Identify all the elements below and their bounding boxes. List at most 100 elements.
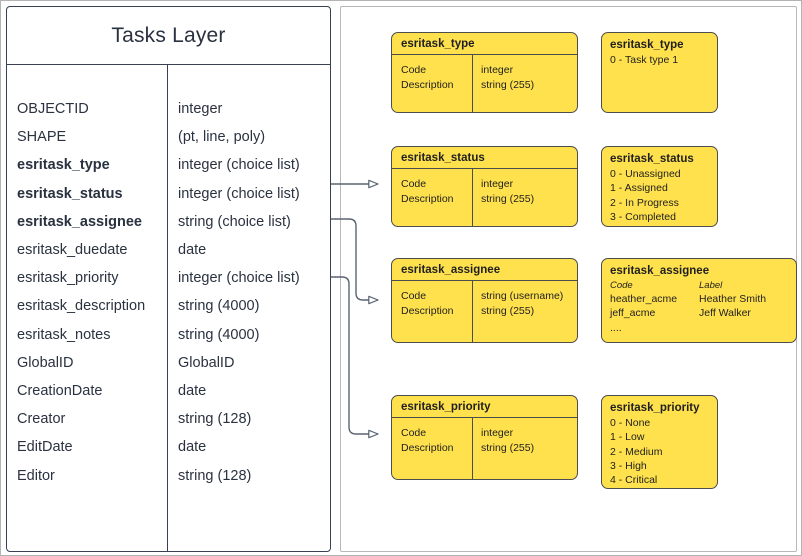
domain-table-esritask-assignee[interactable]: esritask_assignee Code Description strin… [391, 258, 578, 343]
domain-value-item: 1 - Low [610, 431, 645, 444]
field-type: integer (choice list) [178, 185, 300, 202]
header-divider [392, 417, 577, 418]
table-row[interactable]: GlobalID GlobalID [7, 349, 330, 377]
code-value: heather_acme [610, 293, 678, 305]
table-row[interactable]: Editor string (128) [7, 461, 330, 489]
domain-table-body: Code Description integer string (255) [392, 168, 577, 226]
domain-value-item: 3 - High [610, 459, 647, 472]
field-type: integer (choice list) [178, 270, 300, 287]
domain-table-right-column: string (username) string (255) [472, 289, 563, 342]
column-divider [472, 54, 473, 112]
domain-value-item: 2 - In Progress [610, 196, 679, 209]
table-row[interactable]: esritask_notes string (4000) [7, 321, 330, 349]
table-row[interactable]: CreationDate date [7, 377, 330, 405]
table-row[interactable]: esritask_status integer (choice list) [7, 180, 330, 208]
code-column-header: Code [610, 280, 633, 291]
title-divider [7, 64, 330, 65]
field-type: date [178, 439, 207, 456]
table-row[interactable]: SHAPE (pt, line, poly) [7, 123, 330, 151]
table-row[interactable]: Creator string (128) [7, 405, 330, 433]
domain-value-item: 1 - Assigned [610, 182, 668, 195]
domain-value-item: 2 - Medium [610, 445, 663, 458]
field-type: (pt, line, poly) [178, 129, 266, 146]
tasks-layer-entity[interactable]: Tasks Layer OBJECTID integer SHAPE (pt, … [6, 6, 331, 552]
domain-values-esritask-status[interactable]: esritask_status 0 - Unassigned 1 - Assig… [601, 146, 718, 227]
code-value: .... [610, 321, 622, 334]
domain-value-row: jeff_acme Jeff Walker [610, 306, 788, 320]
domain-value-item: 0 - Task type 1 [610, 54, 679, 66]
domain-table-right-column: integer string (255) [472, 426, 534, 479]
field-name: GlobalID [17, 354, 74, 371]
row-value: string (255) [481, 192, 535, 205]
table-row[interactable]: esritask_priority integer (choice list) [7, 264, 330, 292]
domain-values-title: esritask_assignee [610, 265, 710, 277]
field-name: SHAPE [17, 129, 67, 146]
field-type: string (choice list) [178, 213, 291, 230]
table-row[interactable]: esritask_type integer (choice list) [7, 151, 330, 179]
table-row[interactable]: esritask_description string (4000) [7, 292, 330, 320]
label-value: Heather Smith [699, 293, 767, 305]
domain-table-left-column: Code Description [392, 63, 472, 112]
column-divider [472, 280, 473, 342]
domain-values-esritask-priority[interactable]: esritask_priority 0 - None 1 - Low 2 - M… [601, 395, 718, 489]
header-divider [392, 280, 577, 281]
row-value: string (255) [481, 441, 535, 454]
field-type: string (128) [178, 467, 252, 484]
row-label: Code [401, 427, 427, 439]
domain-table-esritask-status[interactable]: esritask_status Code Description integer… [391, 146, 578, 227]
field-type: date [178, 242, 207, 259]
field-name: Creator [17, 411, 66, 428]
domain-value-row: .... [610, 321, 788, 335]
row-label: Code [401, 64, 427, 76]
table-row[interactable]: esritask_assignee string (choice list) [7, 208, 330, 236]
domain-value-item: 4 - Critical [610, 474, 658, 487]
row-label: Description [401, 78, 454, 91]
domain-table-esritask-priority[interactable]: esritask_priority Code Description integ… [391, 395, 578, 480]
domain-value-item: 3 - Completed [610, 210, 676, 223]
domain-values-esritask-assignee[interactable]: esritask_assignee Code Label heather_acm… [601, 258, 797, 343]
row-value: integer [481, 64, 514, 76]
field-type: integer [178, 101, 223, 118]
field-name: CreationDate [17, 382, 103, 399]
domain-table-header: esritask_priority [401, 400, 491, 413]
domain-values-column-headers: Code Label [610, 279, 788, 292]
table-row[interactable]: OBJECTID integer [7, 95, 330, 123]
field-name: EditDate [17, 439, 73, 456]
domain-value-row: heather_acme Heather Smith [610, 292, 788, 306]
domain-table-right-column: integer string (255) [472, 177, 534, 226]
domain-table-esritask-type[interactable]: esritask_type Code Description integer s… [391, 32, 578, 113]
field-name: esritask_duedate [17, 242, 128, 259]
row-value: string (username) [481, 290, 564, 302]
row-value: integer [481, 427, 514, 439]
field-type: GlobalID [178, 354, 235, 371]
domain-value-item: 0 - None [610, 417, 651, 429]
domain-table-right-column: integer string (255) [472, 63, 534, 112]
domain-table-body: Code Description integer string (255) [392, 417, 577, 479]
field-name: esritask_notes [17, 326, 111, 343]
row-label: Code [401, 178, 427, 190]
field-type: string (4000) [178, 326, 260, 343]
field-type: string (4000) [178, 298, 260, 315]
row-label: Code [401, 290, 427, 302]
domain-table-body: Code Description integer string (255) [392, 54, 577, 112]
domain-values-title: esritask_priority [610, 402, 700, 414]
field-type: date [178, 382, 207, 399]
field-name: esritask_description [17, 298, 146, 315]
domain-table-left-column: Code Description [392, 177, 472, 226]
code-value: jeff_acme [610, 307, 656, 320]
row-label: Description [401, 441, 454, 454]
column-divider [472, 168, 473, 226]
domain-table-left-column: Code Description [392, 426, 472, 479]
field-name: esritask_status [17, 185, 123, 202]
page-title: Tasks Layer [111, 23, 226, 47]
table-row[interactable]: EditDate date [7, 433, 330, 461]
domain-values-title: esritask_type [610, 39, 684, 51]
row-label: Description [401, 304, 454, 317]
column-divider [167, 64, 168, 551]
table-row[interactable]: esritask_duedate date [7, 236, 330, 264]
row-value: integer [481, 178, 514, 190]
domain-table-header: esritask_type [401, 37, 475, 50]
domain-values-esritask-type[interactable]: esritask_type 0 - Task type 1 [601, 32, 718, 113]
field-name: esritask_priority [17, 270, 119, 287]
